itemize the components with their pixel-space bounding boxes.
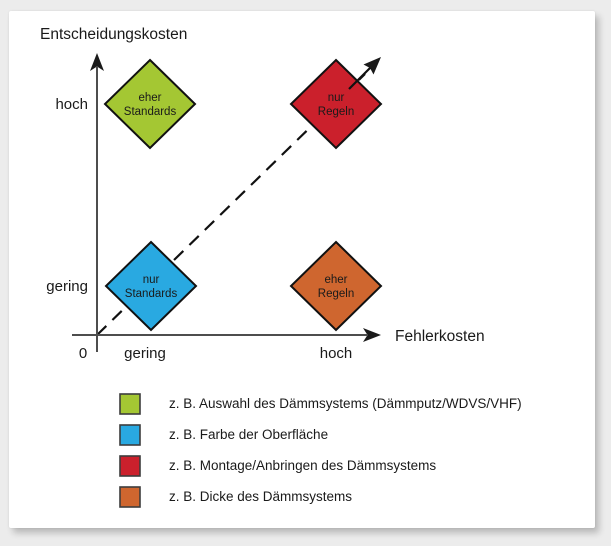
diamond-top-right	[289, 58, 383, 150]
diamond-top-left	[103, 58, 197, 150]
y-tick-gering: gering	[46, 278, 88, 295]
diamond-bottom-right-label-line1: eher	[324, 274, 347, 286]
x-axis-title: Fehlerkosten	[395, 328, 485, 345]
x-tick-hoch: hoch	[320, 345, 353, 362]
legend-swatch-red-rect	[119, 454, 141, 477]
diamond-top-right-label-line1: nur	[328, 92, 345, 104]
diamond-top-left-label-line2: Standards	[124, 106, 177, 118]
diamond-bottom-left-label-line2: Standards	[125, 288, 178, 300]
legend-label-blue: z. B. Farbe der Oberfläche	[169, 427, 329, 442]
diamond-bottom-right	[289, 240, 383, 332]
y-axis-title: Entscheidungskosten	[40, 26, 187, 43]
diamond-bottom-right-label-line2: Regeln	[318, 288, 354, 300]
diamond-bottom-left-label-line1: nur	[143, 274, 160, 286]
legend-swatch-green-icon	[119, 392, 141, 415]
x-axis-arrowhead-icon	[363, 328, 381, 342]
quadrant-diagram: Entscheidungskosten eher Standards nur R…	[40, 26, 485, 362]
diamond-bottom-left	[104, 240, 198, 332]
diamond-top-left-label-line1: eher	[138, 92, 161, 104]
diagram-card: Entscheidungskosten eher Standards nur R…	[9, 11, 595, 528]
legend: z. B. Auswahl des Dämmsystems (Dämmputz/…	[119, 392, 522, 517]
legend-item-green: z. B. Auswahl des Dämmsystems (Dämmputz/…	[119, 392, 522, 415]
origin-label: 0	[79, 345, 87, 362]
legend-swatch-red-icon	[119, 454, 141, 477]
diagonal-arrowhead-icon	[363, 57, 381, 75]
legend-swatch-orange-icon	[119, 485, 141, 508]
legend-swatch-blue-rect	[119, 423, 141, 446]
legend-swatch-green-rect	[119, 392, 141, 415]
legend-label-red: z. B. Montage/Anbringen des Dämmsystems	[169, 458, 437, 473]
legend-label-green: z. B. Auswahl des Dämmsystems (Dämmputz/…	[169, 396, 522, 411]
legend-item-blue: z. B. Farbe der Oberfläche	[119, 423, 522, 446]
legend-swatch-blue-icon	[119, 423, 141, 446]
diamond-top-right-label-line2: Regeln	[318, 106, 354, 118]
x-tick-gering: gering	[124, 345, 166, 362]
diagonal-arrow-tail	[348, 65, 373, 90]
legend-item-red: z. B. Montage/Anbringen des Dämmsystems	[119, 454, 522, 477]
y-tick-hoch: hoch	[55, 96, 88, 113]
legend-label-orange: z. B. Dicke des Dämmsystems	[169, 489, 353, 504]
y-axis-arrowhead-icon	[90, 53, 104, 71]
legend-swatch-orange-rect	[119, 485, 141, 508]
legend-item-orange: z. B. Dicke des Dämmsystems	[119, 485, 522, 508]
